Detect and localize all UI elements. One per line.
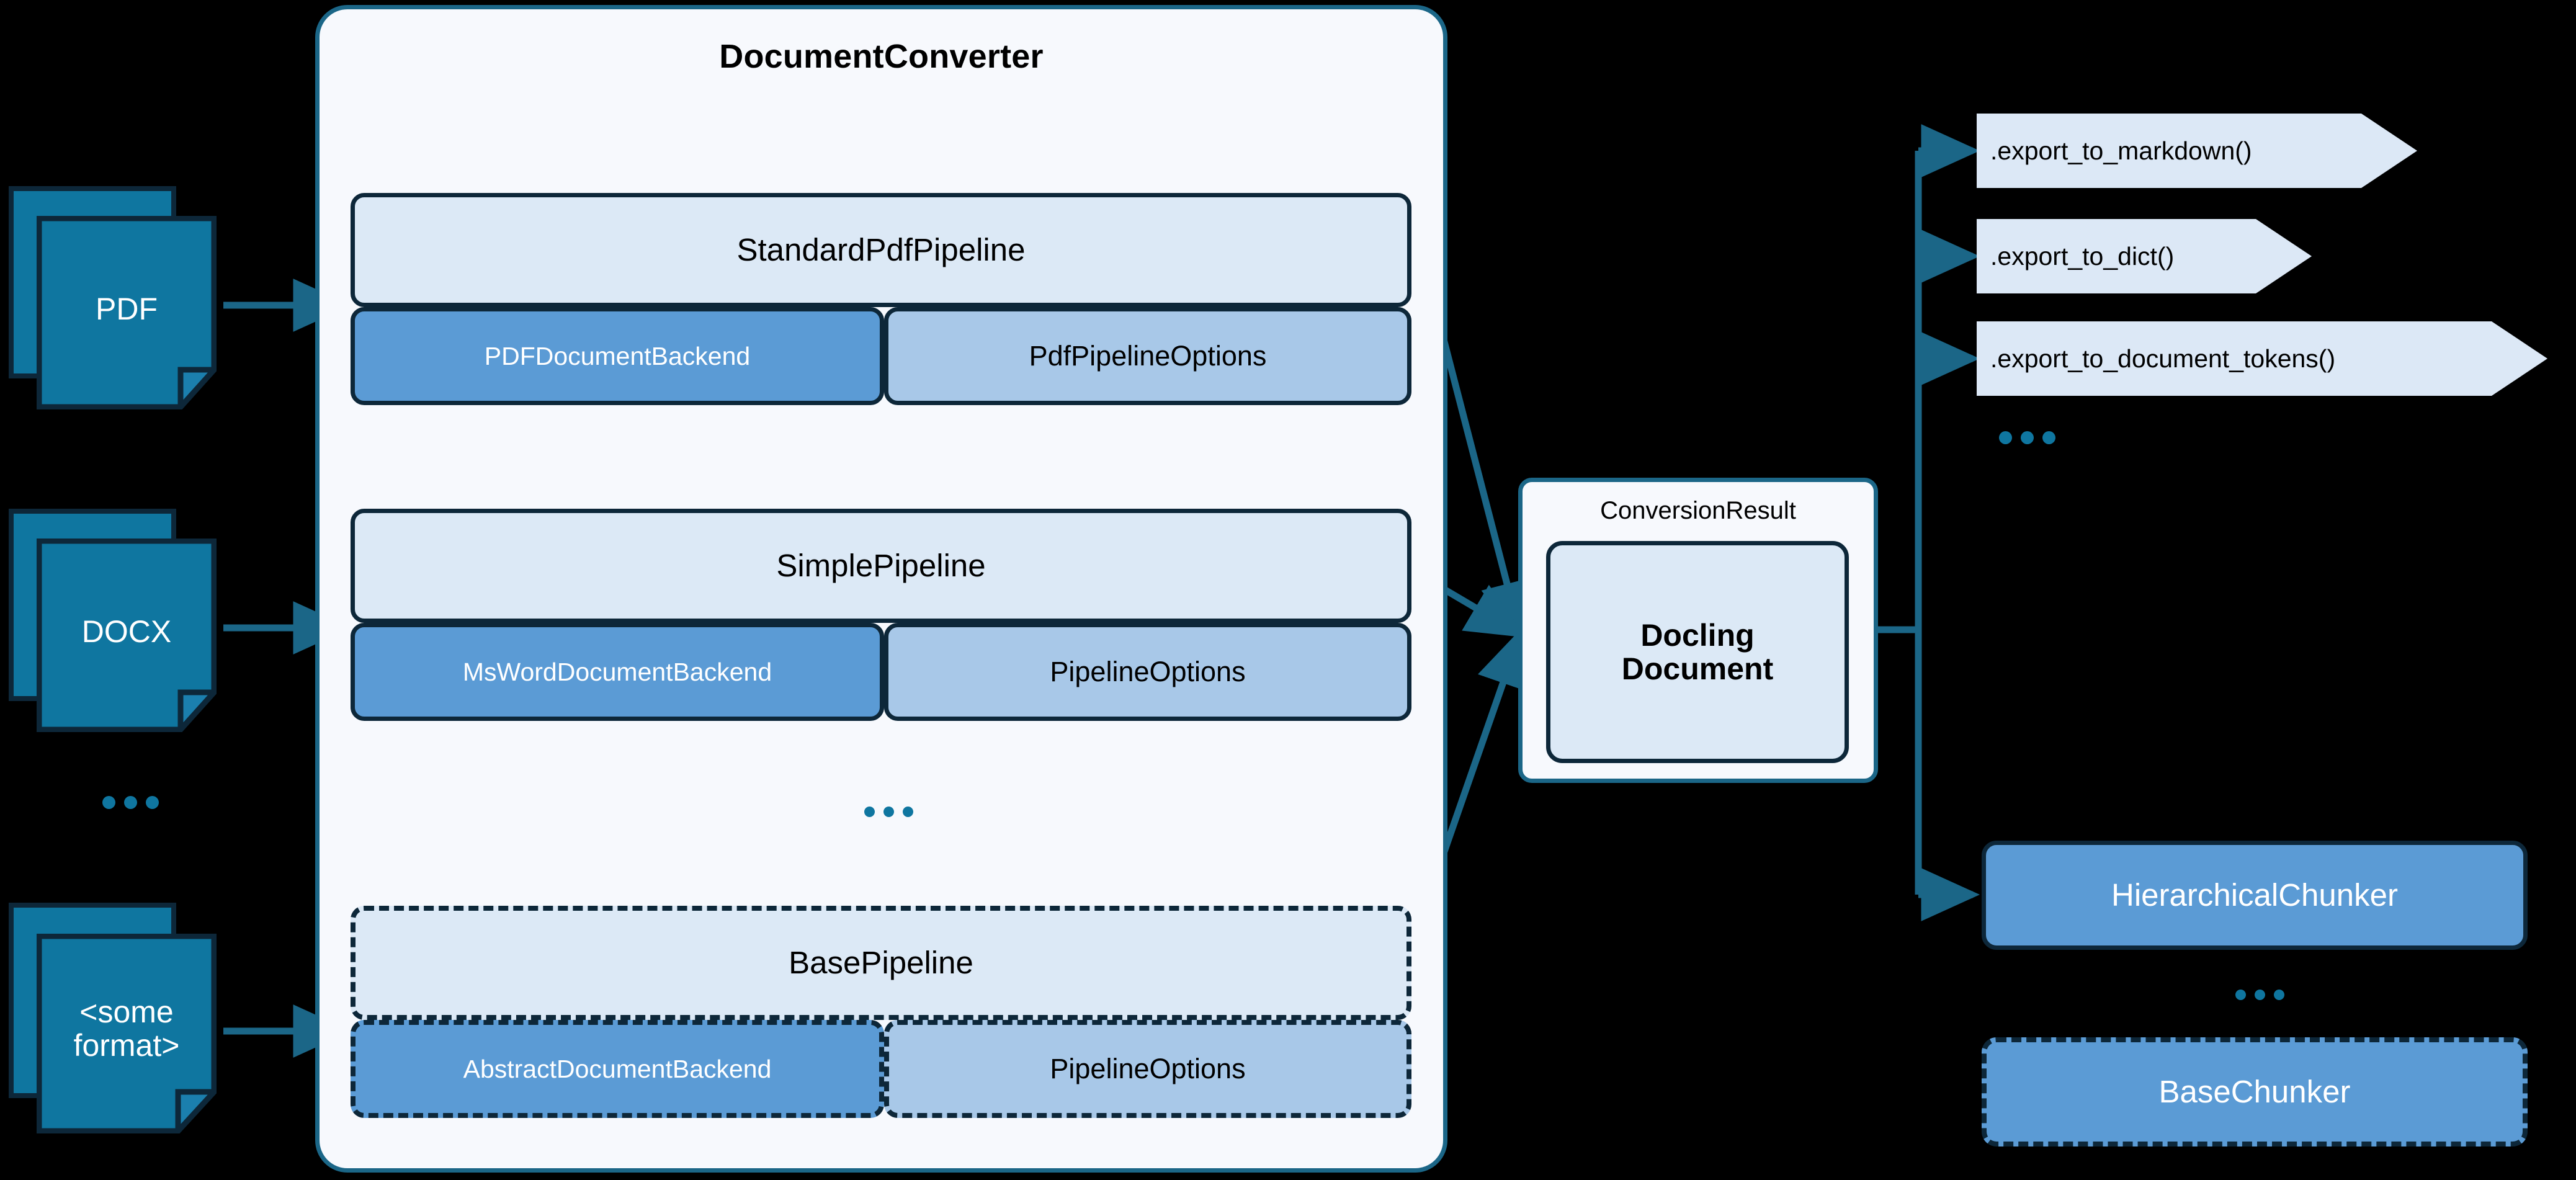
pipeline-options-pdfpipelineoptions[interactable]: PdfPipelineOptions (884, 307, 1411, 405)
other-format-icon-front-sheet (37, 934, 217, 1133)
chunker-base[interactable]: BaseChunker (1982, 1037, 2528, 1146)
input-doc-other-format[interactable]: <some format> (9, 903, 226, 1138)
export-banner-document-tokens-label: .export_to_document_tokens() (1990, 344, 2336, 373)
conversion-result-title: ConversionResult (1600, 497, 1796, 525)
exports-ellipsis (1999, 431, 2055, 444)
docling-document-box[interactable]: Docling Document (1546, 541, 1849, 763)
pipeline-header-simplepipeline[interactable]: SimplePipeline (351, 509, 1411, 623)
other-format-label-line2: format> (73, 1027, 180, 1063)
pipeline-backend-mswordbackend[interactable]: MsWordDocumentBackend (351, 623, 884, 721)
export-banner-markdown[interactable]: .export_to_markdown() (1977, 114, 2417, 188)
pipeline-options-pipelineoptions-base[interactable]: PipelineOptions (884, 1020, 1411, 1118)
input-doc-pdf[interactable]: PDF (9, 186, 226, 409)
converter-ellipsis (864, 807, 913, 817)
pipeline-options-pipelineoptions-simple[interactable]: PipelineOptions (884, 623, 1411, 721)
input-ellipsis (102, 796, 159, 809)
docx-icon-label: DOCX (81, 614, 172, 649)
other-format-label-line1: <some (79, 994, 174, 1029)
pipeline-header-basepipeline[interactable]: BasePipeline (351, 906, 1411, 1020)
input-doc-docx[interactable]: DOCX (9, 509, 226, 732)
pipeline-backend-pdfdocumentbackend[interactable]: PDFDocumentBackend (351, 307, 884, 405)
export-banner-document-tokens[interactable]: .export_to_document_tokens() (1977, 321, 2547, 396)
export-banner-markdown-label: .export_to_markdown() (1990, 136, 2252, 165)
other-format-icon-label: <some format> (37, 934, 217, 1123)
chunker-hierarchical[interactable]: HierarchicalChunker (1982, 841, 2528, 950)
docling-document-line1: Docling (1640, 618, 1755, 653)
docling-document-line2: Document (1621, 651, 1774, 686)
pdf-icon-label: PDF (96, 292, 158, 326)
document-converter-title: DocumentConverter (719, 37, 1044, 75)
export-banner-dict[interactable]: .export_to_dict() (1977, 219, 2312, 293)
chunkers-ellipsis (2235, 990, 2284, 1000)
export-banner-dict-label: .export_to_dict() (1990, 241, 2175, 270)
pdf-icon-front-sheet (37, 216, 217, 409)
pipeline-backend-abstractdocumentbackend[interactable]: AbstractDocumentBackend (351, 1020, 884, 1118)
pipeline-header-standardpdf[interactable]: StandardPdfPipeline (351, 193, 1411, 307)
docx-icon-front-sheet (37, 539, 217, 732)
